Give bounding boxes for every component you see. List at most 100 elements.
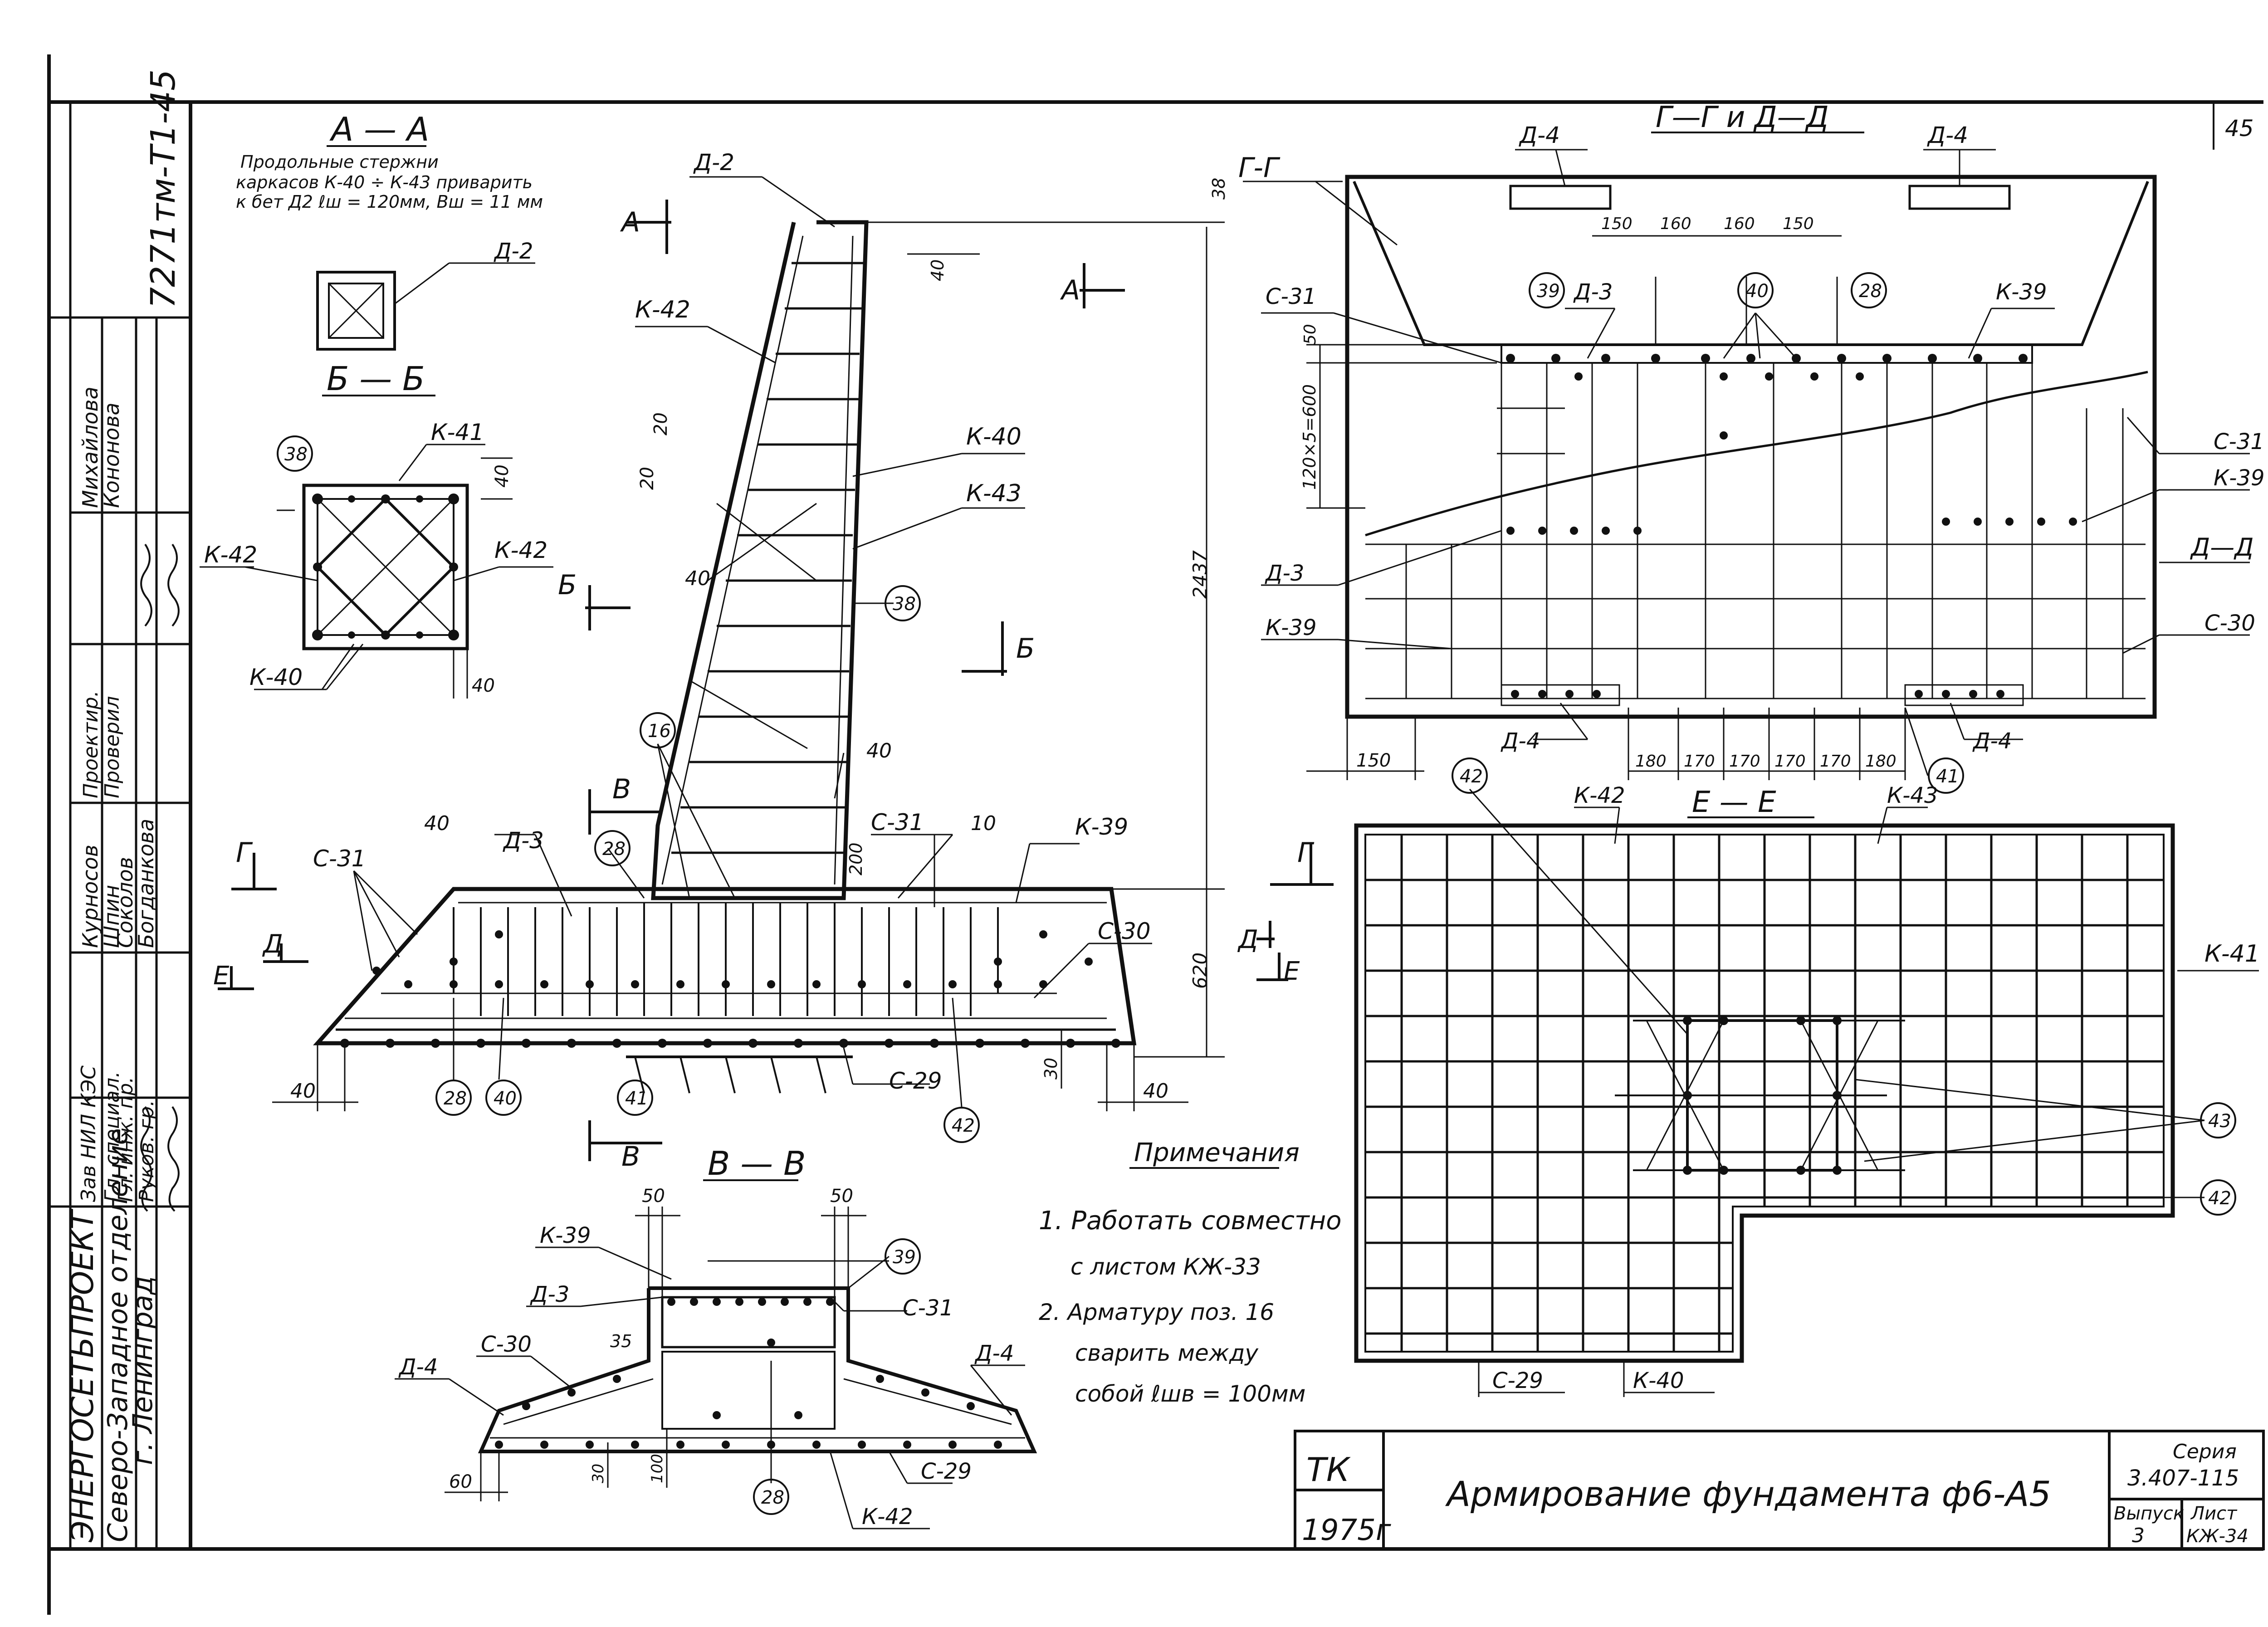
main-footing-dots (340, 930, 1120, 1048)
section-gg-label-d4-left: Д-4 (1519, 122, 1560, 148)
stamp-name-1: Курносов (78, 845, 103, 948)
section-gg-dim-170-c: 170 (1774, 752, 1806, 771)
section-vv-callout-39: 39 (893, 1247, 916, 1268)
stamp-branch: Северо-Западное отделение (102, 1128, 134, 1542)
main-dim-620: 620 (1189, 953, 1211, 989)
stamp-role-1: Зав НИЛ КЭС (77, 1065, 100, 1202)
section-vv-label-k42: К-42 (862, 1504, 913, 1529)
section-gg-callouts (1529, 272, 1964, 794)
notes-line-5: собой ℓшв = 100мм (1075, 1381, 1305, 1407)
section-aa-title: А — А (329, 110, 429, 148)
main-dim-10: 10 (971, 812, 996, 835)
stamp-role-3: Гл. инж. пр. (114, 1077, 137, 1202)
title-year: 1975г (1302, 1514, 1391, 1547)
main-label-d2: Д-2 (693, 149, 734, 176)
section-gg-dim-170-b: 170 (1729, 752, 1760, 771)
main-callouts (435, 585, 980, 1143)
main-column-ties (671, 262, 864, 854)
stamp-code: 7271тм-Т1-45 (144, 69, 183, 308)
sheet-value: КЖ-34 (2186, 1526, 2248, 1547)
stamp-name-2: Шпин (99, 885, 124, 948)
section-vv-dim-50-left: 50 (642, 1186, 665, 1207)
section-aa-label-d2: Д-2 (494, 239, 533, 264)
section-vv-label-k39: К-39 (540, 1223, 591, 1248)
section-gg-dim-160-a: 160 (1660, 215, 1691, 233)
notes-line-3: 2. Арматуру поз. 16 (1039, 1299, 1274, 1325)
section-aa: А — А Продольные стержни каркасов К-40 ÷… (236, 110, 543, 351)
section-ee-label-c29: С-29 (1492, 1368, 1543, 1393)
section-gg: Г—Г и Д—Д (1238, 101, 2264, 794)
main-label-c31-right: С-31 (871, 809, 924, 835)
main-label-k39: К-39 (1075, 814, 1128, 840)
section-vv-dots (495, 1298, 1002, 1449)
section-gg-dim-170-a: 170 (1684, 752, 1715, 771)
section-gg-dim-120x5: 120×5=600 (1300, 384, 1320, 490)
section-aa-note-1: Продольные стержни (240, 152, 439, 172)
stamp-signatures (140, 543, 180, 1212)
section-gg-dots (1506, 354, 2077, 698)
section-ee-leaders (1469, 789, 2259, 1397)
section-gg-label-k39: К-39 (1266, 615, 1316, 640)
section-gg-label-dd: Д—Д (2190, 533, 2253, 562)
section-gg-dim-180-a: 180 (1635, 752, 1667, 771)
main-label-k40: К-40 (966, 423, 1022, 450)
main-callout-16: 16 (648, 721, 671, 742)
section-vv-label-d4-left: Д-4 (398, 1354, 438, 1380)
notes-line-4: сварить между (1075, 1340, 1259, 1366)
section-bb-label-k42-left: К-42 (204, 542, 257, 568)
main-callout-41: 41 (625, 1088, 648, 1109)
main-dimensions (272, 221, 1225, 1111)
sheet-label: Лист (2190, 1503, 2238, 1524)
section-gg-dimensions (1306, 235, 1906, 780)
stamp-org: ЭНЕРГОСЕТЬПРОЕКТ (65, 1208, 101, 1543)
section-bb-label-38: 38 (284, 444, 308, 465)
section-aa-note-3: к бет Д2 ℓш = 120мм, Bш = 11 мм (236, 192, 543, 212)
main-footing-bars (453, 903, 999, 1094)
section-bb-label-40-top: 40 (492, 464, 513, 488)
main-cut-d-right: Д (1237, 925, 1258, 954)
main-cut-d-left: Д (262, 929, 283, 959)
main-callout-42: 42 (952, 1115, 975, 1136)
section-gg-label-c31-left: С-31 (1266, 284, 1316, 309)
sheet-corner-number: 45 (2225, 115, 2254, 142)
notes: Примечания 1. Работать совместно с листо… (1039, 1138, 1342, 1407)
main-label-c31-left: С-31 (313, 845, 366, 872)
series-label: Серия (2173, 1440, 2237, 1463)
section-vv-title: В — В (708, 1144, 806, 1182)
main-cut-v-bottom: В (621, 1141, 640, 1173)
main-callout-28: 28 (602, 839, 626, 860)
section-gg-dim-150-a: 150 (1601, 215, 1633, 233)
section-vv-label-c29: С-29 (921, 1459, 972, 1484)
section-ee-title: Е — Е (1692, 786, 1776, 819)
notes-line-2: с листом КЖ-33 (1070, 1254, 1261, 1280)
section-bb-callout-38 (277, 435, 313, 472)
section-ee-label-k41: К-41 (2204, 940, 2260, 967)
section-vv-callout-39-ring (885, 1238, 921, 1275)
section-gg-label-k39-top: К-39 (1996, 279, 2047, 305)
main-dim-200: 200 (846, 842, 866, 875)
section-gg-label-d4-br: Д-4 (1972, 728, 2012, 754)
main-label-d3: Д-3 (503, 827, 544, 854)
section-aa-note-2: каркасов К-40 ÷ К-43 приварить (236, 172, 533, 192)
main-label-k43: К-43 (966, 480, 1022, 507)
section-gg-dim-150-left: 150 (1356, 750, 1391, 771)
issue-value: 3 (2132, 1524, 2145, 1547)
section-gg-grid (1405, 277, 2124, 699)
section-ee-label-k40: К-40 (1633, 1368, 1684, 1393)
section-vv-callout-28: 28 (761, 1487, 784, 1508)
drawing-title: Армирование фундамента ф6-А5 (1445, 1474, 2051, 1514)
main-dim-38: 38 (1209, 178, 1229, 200)
title-tk: ТК (1306, 1451, 1351, 1489)
section-gg-label-d4-right: Д-4 (1927, 122, 1968, 148)
section-vv-label-c30: С-30 (481, 1332, 532, 1357)
section-gg-label-gg: Г-Г (1238, 152, 1281, 184)
main-dim-40-top: 40 (928, 259, 948, 281)
main-dim-40-right: 40 (1143, 1080, 1168, 1103)
section-ee-callout-43: 43 (2208, 1111, 2231, 1132)
section-vv-dimensions (445, 1207, 866, 1501)
notes-line-1: 1. Работать совместно (1039, 1206, 1342, 1236)
main-label-c30: С-30 (1098, 918, 1151, 944)
section-bb-title: Б — Б (327, 360, 425, 398)
section-gg-callout-39: 39 (1537, 281, 1560, 302)
section-gg-label-c30: С-30 (2204, 611, 2255, 636)
